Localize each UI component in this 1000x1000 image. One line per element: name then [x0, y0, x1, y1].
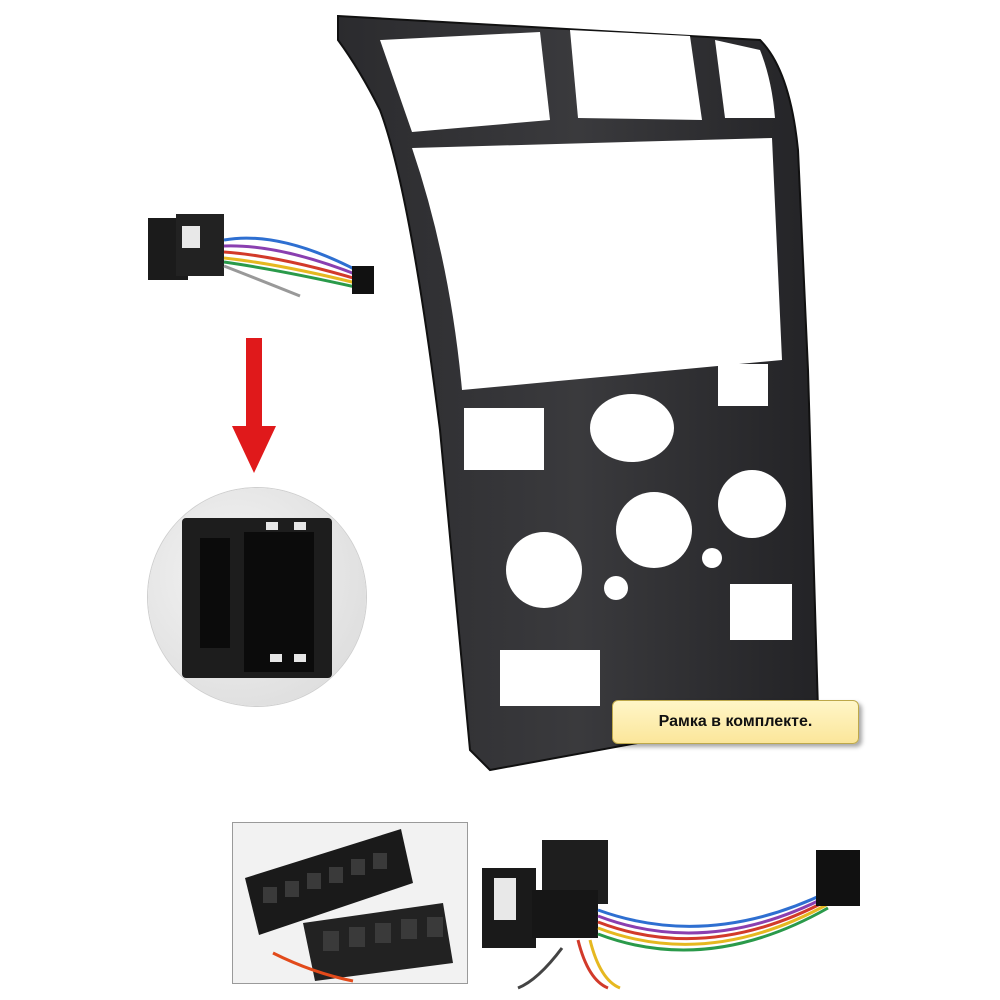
caption-text: Рамка в комплекте.: [658, 713, 813, 730]
down-arrow-icon: [232, 338, 276, 473]
wiring-harness-image: [148, 214, 374, 298]
frame-included-caption: Рамка в комплекте.: [612, 700, 859, 744]
dash-frame-image: [337, 14, 820, 772]
connector-closeup-image: [148, 488, 366, 706]
iso-harness-image: [482, 840, 860, 990]
connector-photo-image: [232, 822, 468, 984]
